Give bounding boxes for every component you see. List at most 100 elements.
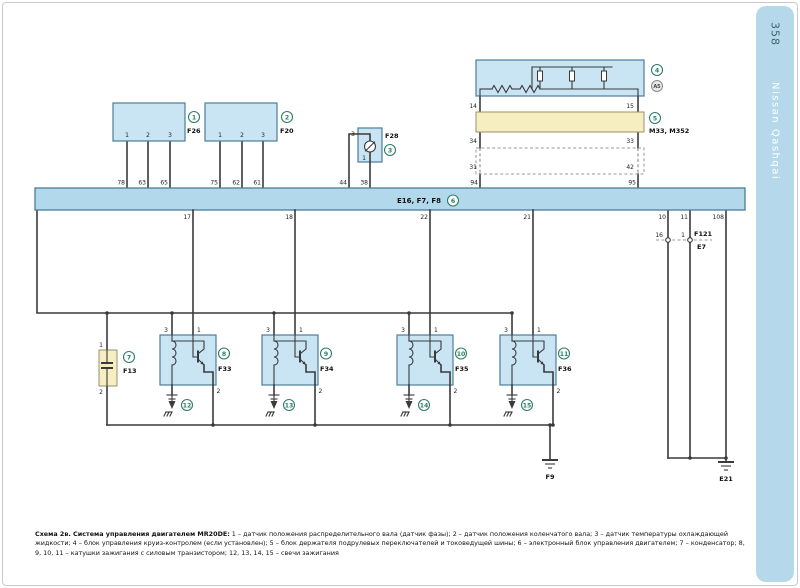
coil-body [396, 334, 454, 386]
inline-connector: 16 1 F121 E7 [655, 230, 712, 251]
callout-number: 12 [183, 403, 192, 410]
connector-label: E7 [697, 243, 706, 251]
callout-circle [650, 63, 664, 77]
callout-number: 9 [324, 351, 328, 358]
cruise-control-block: 4 A5 [475, 59, 664, 97]
callout-number: 10 [457, 351, 466, 358]
callout-number: 15 [523, 403, 532, 410]
callout-circle [417, 398, 431, 412]
callout-circle [187, 110, 201, 124]
connector-label: F121 [694, 230, 712, 238]
ignition-coil-f34: 3 1 2 9 F34 13 [261, 209, 334, 427]
coolant-sensor-block: 3 1 F28 3 [348, 127, 399, 189]
pin-label: 2 [454, 388, 458, 395]
pin-label: 3 [504, 327, 508, 334]
page-sidebar: 358 Nissan Qashqai [756, 6, 794, 582]
callout-circle [520, 398, 534, 412]
coil-body [159, 334, 217, 386]
pin-label: 1 [362, 155, 366, 162]
coil-winding [408, 340, 414, 366]
pin-label: 2 [240, 132, 244, 139]
resistor-symbol [569, 70, 575, 82]
callout-circle [282, 398, 296, 412]
ecu-bus-body [34, 187, 746, 211]
pin-label: 1 [434, 327, 438, 334]
pin-label: 2 [319, 388, 323, 395]
callout-circle [319, 347, 333, 360]
ecu-pin-label: 38 [360, 180, 368, 187]
ground-f9: F9 [542, 459, 558, 481]
pin-label: 3 [261, 132, 265, 139]
resistor-zigzag [519, 84, 541, 94]
component-label: F34 [320, 365, 334, 373]
transistor-emitter-arrow [540, 361, 544, 365]
ground-label: E21 [719, 475, 733, 483]
pin-label: 2 [217, 388, 221, 395]
callout-number: 6 [451, 198, 455, 205]
resistor-symbol [537, 70, 543, 82]
component-label: F13 [123, 367, 137, 375]
pin-label: 42 [626, 164, 634, 171]
callout-number: 1 [192, 115, 196, 122]
camshaft-sensor-block: 1 2 3 1 F26 [112, 102, 201, 142]
callout-number: 8 [222, 351, 226, 358]
sidebar-brand: Nissan Qashqai [769, 82, 781, 181]
ecu-pin-label: 63 [138, 180, 146, 187]
ecu-pin-label: 18 [285, 214, 293, 221]
caption-title: Схема 2в. Система управления двигателем … [35, 530, 230, 538]
callout-number: 14 [420, 403, 429, 410]
callout-circle [383, 143, 397, 157]
ecu-pin-label: 44 [339, 180, 347, 187]
ignition-coil-f35: 3 1 2 10 F35 14 [396, 209, 469, 427]
component-label: F26 [187, 127, 201, 135]
ecu-pin-label: 11 [680, 214, 688, 221]
callout-circle [557, 347, 571, 360]
coil-winding [273, 340, 279, 366]
callout-circle [180, 398, 194, 412]
ignition-coil-f36: 3 1 2 11 F36 15 [499, 209, 572, 427]
resistor-zigzag [491, 84, 513, 94]
callout-number: 13 [285, 403, 294, 410]
ecu-pin-label: 65 [160, 180, 168, 187]
ecu-pin-label: 108 [713, 214, 725, 221]
component-label: F33 [218, 365, 232, 373]
wires [36, 95, 728, 463]
caption-body: 1 – датчик положения распределительного … [35, 530, 745, 557]
ground-label: F9 [546, 473, 555, 481]
coil-body [261, 334, 319, 386]
spark-plug [265, 394, 280, 417]
pin-label: 3 [266, 327, 270, 334]
pin-label: 1 [299, 327, 303, 334]
callout-circle [280, 110, 294, 124]
transistor-emitter-arrow [200, 361, 204, 365]
callout-number: 2 [285, 115, 289, 122]
spark-plug [163, 394, 178, 417]
coil-body [499, 334, 557, 386]
callout-circle [217, 347, 231, 360]
callout-number: 7 [127, 355, 131, 362]
connector-marker-label: A5 [653, 84, 661, 90]
crankshaft-sensor-block: 1 2 3 2 F20 [204, 102, 294, 142]
ecu-pin-label: 10 [658, 214, 666, 221]
camshaft-sensor-body [112, 102, 186, 142]
pin-label: 2 [99, 389, 103, 396]
ecu-pin-label: 17 [183, 214, 191, 221]
pin-label: 33 [626, 138, 634, 145]
connector-marker-circle [651, 80, 663, 92]
spark-plug [400, 394, 415, 417]
ecu-pin-label: 95 [628, 180, 636, 187]
ignition-coil-f33: 3 1 2 8 F33 12 [159, 209, 232, 427]
component-label: M33, M352 [649, 127, 689, 135]
callout-number: 4 [655, 68, 660, 75]
bus-bar-block: 14 15 34 33 5 M33, M352 31 42 [469, 103, 689, 175]
pin-label: 14 [469, 103, 477, 110]
pin-label: 31 [469, 164, 477, 171]
optional-wiring-box [475, 147, 645, 175]
connector-pin-symbol [665, 237, 671, 243]
ecu-pin-label: 61 [253, 180, 261, 187]
ground-e21: E21 [718, 461, 734, 483]
callout-circle [648, 111, 662, 125]
pin-label: 15 [626, 103, 634, 110]
pin-label: 3 [168, 132, 172, 139]
connector-pin-symbol [687, 237, 693, 243]
